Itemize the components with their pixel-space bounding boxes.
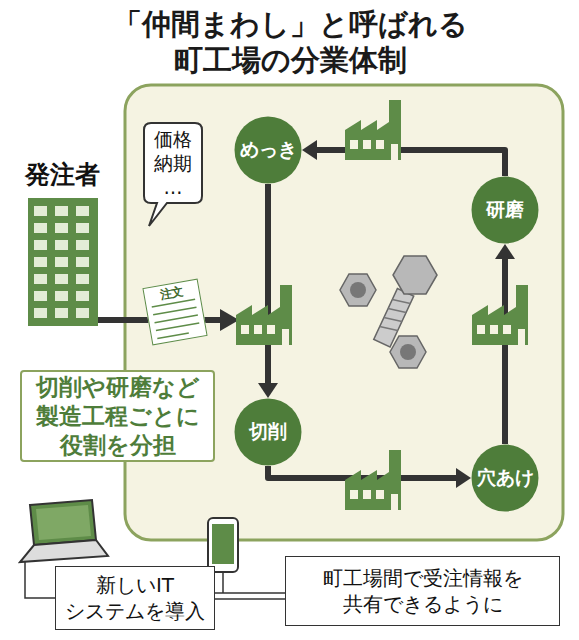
factory-icon xyxy=(345,100,401,160)
bolt-thread xyxy=(380,323,398,334)
process-name: 研磨 xyxy=(486,197,524,223)
laptop-keyboard xyxy=(20,540,108,562)
circle-fill xyxy=(472,445,539,512)
text-wrap: 切削 xyxy=(234,398,302,466)
process-name: めっき xyxy=(240,137,297,163)
bolt-thread xyxy=(388,305,406,316)
building-windows xyxy=(31,203,94,322)
hex-nut xyxy=(390,336,426,368)
text-wrap: 注文 xyxy=(144,280,207,345)
flow-connector xyxy=(302,140,505,176)
double-line xyxy=(215,598,285,600)
laptop-display xyxy=(36,505,91,540)
box-text: 新しいIT システムを導入 xyxy=(56,572,214,624)
factory-icon xyxy=(472,285,528,345)
circle-fill xyxy=(235,117,302,184)
client-label: 発注者 xyxy=(15,160,110,200)
order-sheet-title: 注文 xyxy=(159,284,185,302)
text-wrap: 研磨 xyxy=(471,176,539,244)
hex-nut xyxy=(340,274,376,306)
bolt-thread xyxy=(392,296,410,307)
bubble-shape xyxy=(144,123,202,226)
nut-hole xyxy=(400,344,416,360)
box-text: 町工場間で受注情報を 共有できるように xyxy=(286,565,559,617)
text-wrap: 穴あけ xyxy=(471,444,539,512)
flow-line xyxy=(265,184,271,385)
client-name: 発注者 xyxy=(25,160,100,190)
text-wrap: 新しいIT システムを導入 xyxy=(56,567,214,629)
note-text: 切削や研磨など 製造工程ごとに 役割を分担 xyxy=(32,373,203,460)
process-circle: 切削 xyxy=(234,398,302,466)
factory-icon xyxy=(345,450,401,510)
circle-fill xyxy=(472,177,539,244)
text-wrap: 町工場間で受注情報を 共有できるように xyxy=(286,557,559,625)
process-circle: 穴あけ xyxy=(471,444,539,512)
arrow-head xyxy=(495,244,515,259)
text-wrap: 切削や研磨など 製造工程ごとに 役割を分担 xyxy=(32,372,203,460)
flow-connector xyxy=(215,593,285,599)
nut-hole xyxy=(350,282,366,298)
flow-line xyxy=(268,466,458,478)
bubble-text: 価格 納期 … xyxy=(143,127,203,199)
text-wrap: 価格 納期 … xyxy=(143,122,203,204)
factory-icon xyxy=(236,285,292,345)
bolt-head xyxy=(393,256,437,294)
order-sheet: 注文 xyxy=(142,279,207,346)
text-wrap: めっき xyxy=(234,116,302,184)
device-bracket xyxy=(222,572,224,593)
arrow-head xyxy=(456,468,471,488)
circle-fill xyxy=(235,399,302,466)
diagram-title: 「仲間まわし」と呼ばれる 町工場の分業体制 xyxy=(110,6,470,78)
network-panel xyxy=(125,85,563,540)
process-name: 切削 xyxy=(249,419,287,445)
note-box: 切削や研磨など 製造工程ごとに 役割を分担 xyxy=(20,370,215,462)
smartphone-screen xyxy=(212,524,234,564)
bolt-thread xyxy=(384,314,402,325)
laptop-screen xyxy=(30,500,96,545)
result-box: 町工場間で受注情報を 共有できるように xyxy=(285,556,560,626)
smartphone xyxy=(208,518,238,572)
process-circle: 研磨 xyxy=(471,176,539,244)
speech-bubble: 価格 納期 … xyxy=(143,122,203,204)
flow-line xyxy=(315,150,505,176)
text-wrap: 発注者 xyxy=(15,160,110,200)
system-box: 新しいIT システムを導入 xyxy=(55,566,215,630)
arrow-head xyxy=(302,140,317,160)
arrow-head xyxy=(258,383,278,398)
process-name: 穴あけ xyxy=(477,465,534,491)
process-circle: めっき xyxy=(234,116,302,184)
flow-line xyxy=(502,257,508,444)
flow-connector xyxy=(258,184,278,398)
double-line xyxy=(215,592,285,594)
client-building xyxy=(28,198,98,326)
device-bracket xyxy=(25,562,55,598)
